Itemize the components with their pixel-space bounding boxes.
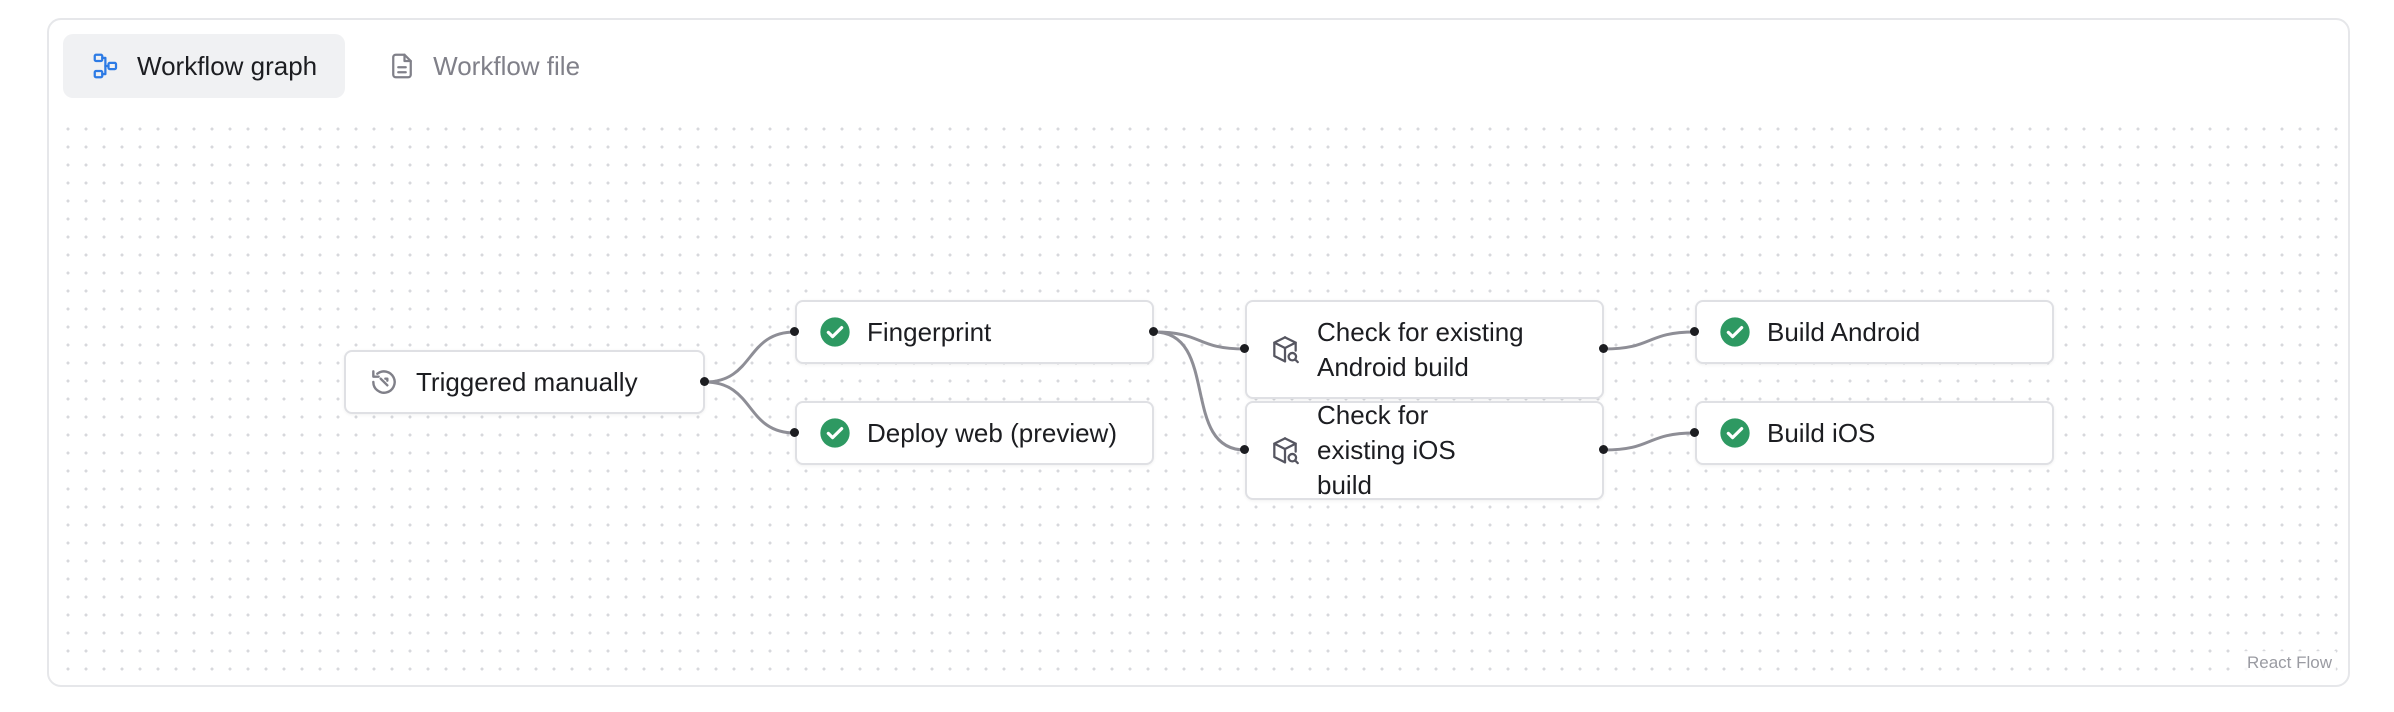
- node-label: Check for existing Android build: [1317, 316, 1524, 382]
- success-check-icon: [819, 316, 851, 348]
- package-search-icon: [1269, 334, 1301, 366]
- node-label: Deploy web (preview): [867, 417, 1117, 448]
- success-check-icon: [1719, 417, 1751, 449]
- node-label: Check for existing iOS build: [1317, 400, 1456, 500]
- handle-check-ios-source[interactable]: [1599, 445, 1608, 454]
- node-label: Build Android: [1767, 316, 1921, 347]
- tab-workflow-graph[interactable]: Workflow graph: [63, 34, 346, 98]
- tab-label: Workflow graph: [137, 50, 318, 81]
- node-check-existing-android-build[interactable]: Check for existing Android build: [1245, 300, 1604, 399]
- handle-check-ios-target[interactable]: [1240, 445, 1249, 454]
- handle-trigger-source[interactable]: [700, 377, 709, 386]
- node-triggered-manually[interactable]: Triggered manually: [344, 350, 705, 414]
- handle-build-android-target[interactable]: [1690, 327, 1699, 336]
- node-deploy-web-preview[interactable]: Deploy web (preview): [795, 401, 1154, 465]
- package-search-icon: [1269, 435, 1301, 467]
- node-label: Build iOS: [1767, 417, 1876, 448]
- node-build-android[interactable]: Build Android: [1695, 300, 2054, 364]
- handle-check-android-source[interactable]: [1599, 344, 1608, 353]
- node-label: Triggered manually: [416, 366, 638, 397]
- react-flow-attribution[interactable]: React Flow: [2242, 651, 2336, 675]
- tab-workflow-file[interactable]: Workflow file: [359, 34, 608, 98]
- handle-check-android-target[interactable]: [1240, 344, 1249, 353]
- manual-trigger-icon: [368, 366, 400, 398]
- success-check-icon: [1719, 316, 1751, 348]
- handle-deploy-web-target[interactable]: [790, 428, 799, 437]
- workflow-graph-icon: [91, 51, 121, 81]
- handle-build-ios-target[interactable]: [1690, 428, 1699, 437]
- tab-label: Workflow file: [433, 50, 581, 81]
- node-check-existing-ios-build[interactable]: Check for existing iOS build: [1245, 400, 1604, 500]
- file-icon: [387, 51, 417, 81]
- node-build-ios[interactable]: Build iOS: [1695, 401, 2054, 465]
- view-tabs: Workflow graph Workflow file: [63, 34, 622, 98]
- success-check-icon: [819, 417, 851, 449]
- node-fingerprint[interactable]: Fingerprint: [795, 300, 1154, 364]
- handle-fingerprint-target[interactable]: [790, 327, 799, 336]
- node-label: Fingerprint: [867, 316, 992, 347]
- handle-fingerprint-source[interactable]: [1149, 327, 1158, 336]
